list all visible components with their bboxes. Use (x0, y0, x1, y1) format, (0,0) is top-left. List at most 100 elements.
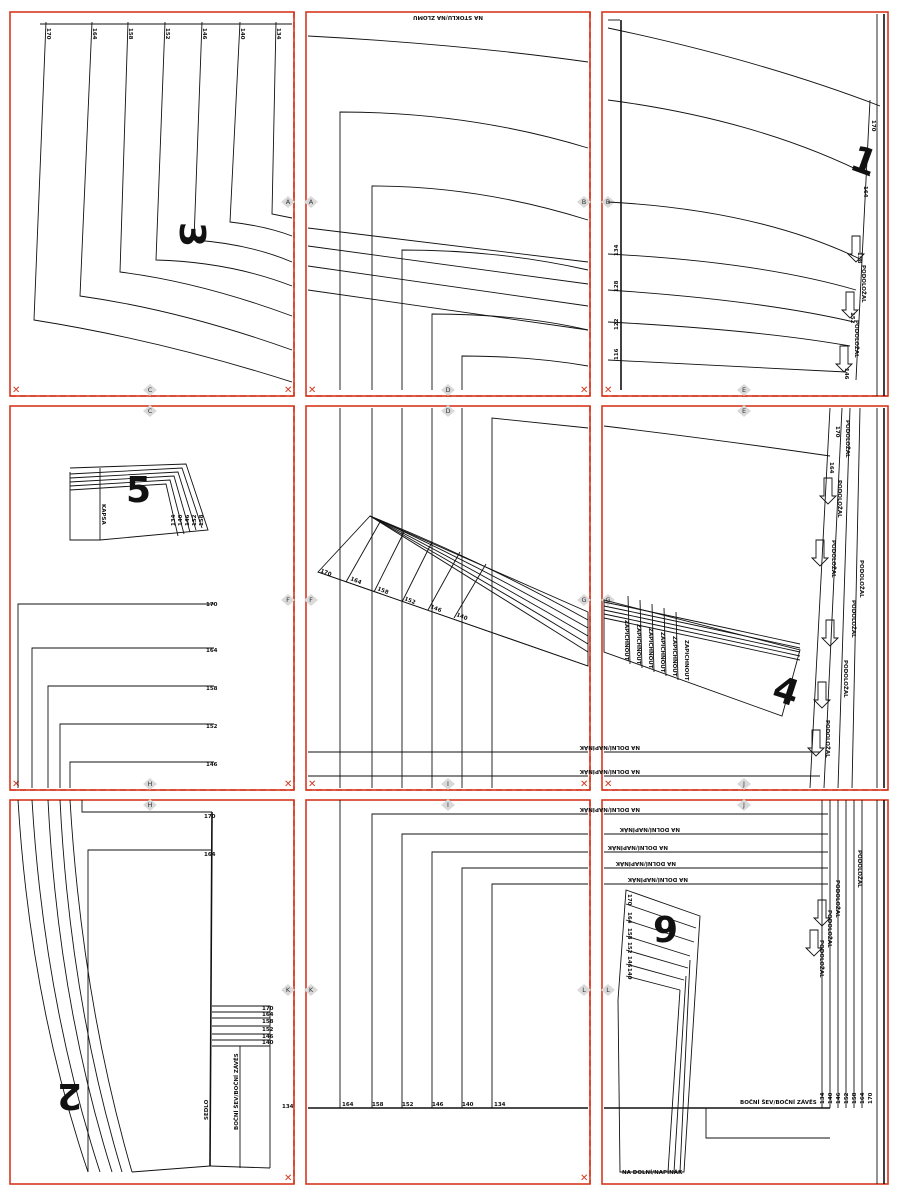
piece-number-3: 3 (171, 222, 212, 247)
svg-text:PODOLOŽAL: PODOLOŽAL (818, 940, 826, 978)
reg-mark-j2: J (737, 799, 751, 811)
svg-text:116: 116 (614, 348, 620, 360)
svg-text:K: K (309, 986, 314, 994)
svg-text:C: C (148, 407, 153, 415)
reg-mark-h2: H (143, 799, 157, 811)
svg-text:140: 140 (239, 28, 245, 40)
svg-text:KAPSA: KAPSA (100, 504, 106, 526)
svg-text:PODOLOŽAL: PODOLOŽAL (856, 850, 864, 888)
svg-text:152: 152 (844, 1092, 850, 1104)
svg-text:140: 140 (455, 612, 468, 622)
svg-text:152: 152 (192, 514, 198, 526)
svg-text:PODOLOŽAL: PODOLOŽAL (830, 540, 838, 578)
svg-text:PODOLOŽAL: PODOLOŽAL (834, 880, 842, 918)
svg-text:✕: ✕ (604, 779, 612, 790)
reg-mark-j1: J (737, 778, 751, 790)
reg-mark-f2: F (304, 594, 318, 606)
svg-text:I: I (447, 780, 449, 788)
svg-text:F: F (309, 596, 313, 604)
svg-text:NA DOLNÍ/NAPÍNÁK: NA DOLNÍ/NAPÍNÁK (627, 876, 688, 884)
svg-text:158: 158 (206, 686, 218, 692)
tile-r3c1 (9, 799, 295, 1185)
svg-text:✕: ✕ (284, 385, 292, 396)
svg-text:152: 152 (626, 942, 632, 954)
registration-marks: A A B B C C D D E E F F G G H H I I J J … (143, 196, 751, 996)
svg-text:✕: ✕ (580, 385, 588, 396)
svg-text:140: 140 (262, 1040, 274, 1046)
svg-text:170: 170 (262, 1006, 274, 1012)
svg-text:128: 128 (614, 280, 620, 292)
svg-text:PODOLOŽAL: PODOLOŽAL (826, 910, 834, 948)
svg-text:146: 146 (836, 1092, 842, 1104)
svg-text:✕: ✕ (308, 385, 316, 396)
svg-text:ZAPICHNOUT: ZAPICHNOUT (659, 632, 665, 673)
svg-text:134: 134 (614, 244, 620, 256)
svg-text:158: 158 (199, 514, 205, 526)
svg-text:164: 164 (828, 462, 834, 474)
svg-text:✕: ✕ (284, 1173, 292, 1184)
svg-text:✕: ✕ (604, 385, 612, 396)
svg-text:NA DOLNÍ/NAPÍNÁK: NA DOLNÍ/NAPÍNÁK (607, 844, 668, 852)
svg-text:✕: ✕ (308, 779, 316, 790)
svg-text:PODOLOŽAL: PODOLOŽAL (858, 560, 866, 598)
reg-mark-c1: C (143, 384, 157, 396)
svg-text:152: 152 (403, 596, 416, 606)
tile-r3c3 (601, 799, 889, 1185)
svg-text:146: 146 (206, 762, 218, 768)
svg-text:140: 140 (626, 968, 632, 980)
svg-text:158: 158 (376, 586, 389, 596)
svg-text:170: 170 (319, 568, 332, 578)
svg-text:J: J (742, 780, 745, 788)
piece-4-left-tile: 170 164 158 152 146 140 (308, 408, 589, 788)
piece-number-4: 4 (768, 669, 805, 716)
piece-4-right-tile: ZAPICHNOUT ZAPICHNOUT ZAPICHNOUT ZAPICHN… (579, 407, 885, 789)
svg-text:152: 152 (262, 1027, 274, 1033)
reg-mark-g1: G (577, 594, 591, 606)
svg-text:K: K (286, 986, 291, 994)
svg-text:BOČNÍ ŠEV/BOČNÍ ZÁVĚS: BOČNÍ ŠEV/BOČNÍ ZÁVĚS (232, 1053, 240, 1130)
reg-mark-l1: L (577, 984, 591, 996)
svg-text:170: 170 (626, 894, 632, 906)
svg-text:PODOLOŽAL: PODOLOŽAL (836, 480, 844, 518)
tile-r3c2 (305, 799, 591, 1185)
svg-text:146: 146 (262, 1034, 274, 1040)
piece-2-tile: SEDLO BOČNÍ ŠEV/BOČNÍ ZÁVĚS 170 164 158 … (17, 799, 294, 1173)
svg-text:140: 140 (828, 1092, 834, 1104)
svg-text:122: 122 (614, 318, 620, 330)
svg-text:SEDLO: SEDLO (204, 1099, 210, 1120)
svg-text:164: 164 (862, 186, 868, 198)
piece-middle-bottom-tile: 164 158 152 146 140 134 (308, 800, 588, 1109)
svg-text:PODOLOŽAL: PODOLOŽAL (844, 420, 852, 458)
svg-text:F: F (286, 596, 290, 604)
reg-mark-i2: I (441, 799, 455, 811)
svg-text:D: D (445, 407, 450, 415)
svg-text:164: 164 (204, 852, 216, 858)
svg-text:170: 170 (834, 426, 840, 438)
svg-text:134: 134 (282, 1104, 294, 1110)
svg-text:✕: ✕ (580, 1173, 588, 1184)
svg-text:NA DOLNÍ/NAPÍNÁK: NA DOLNÍ/NAPÍNÁK (579, 744, 640, 752)
svg-text:PODOLOŽAL: PODOLOŽAL (824, 720, 832, 758)
svg-text:158: 158 (856, 252, 862, 264)
reg-mark-e1: E (737, 384, 751, 396)
svg-text:E: E (742, 386, 746, 394)
svg-text:146: 146 (201, 28, 207, 40)
svg-text:152: 152 (402, 1102, 414, 1108)
svg-text:164: 164 (349, 576, 362, 586)
svg-text:164: 164 (262, 1012, 274, 1018)
svg-text:170: 170 (870, 120, 876, 132)
svg-text:ZAPICHNOUT: ZAPICHNOUT (683, 640, 689, 681)
svg-text:B: B (582, 198, 586, 206)
svg-text:164: 164 (626, 912, 632, 924)
svg-text:164: 164 (91, 28, 97, 40)
reg-mark-g2: G (601, 594, 615, 606)
piece-number-5: 5 (126, 470, 151, 511)
piece-6-tile: NA DOLNÍ/NAPÍNÁK NA DOLNÍ/NAPÍNÁK NA DOL… (579, 800, 885, 1184)
svg-text:L: L (606, 986, 610, 994)
svg-text:H: H (148, 801, 153, 809)
svg-text:152: 152 (206, 724, 218, 730)
svg-text:140: 140 (462, 1102, 474, 1108)
svg-text:✕: ✕ (580, 779, 588, 790)
svg-text:164: 164 (206, 648, 218, 654)
